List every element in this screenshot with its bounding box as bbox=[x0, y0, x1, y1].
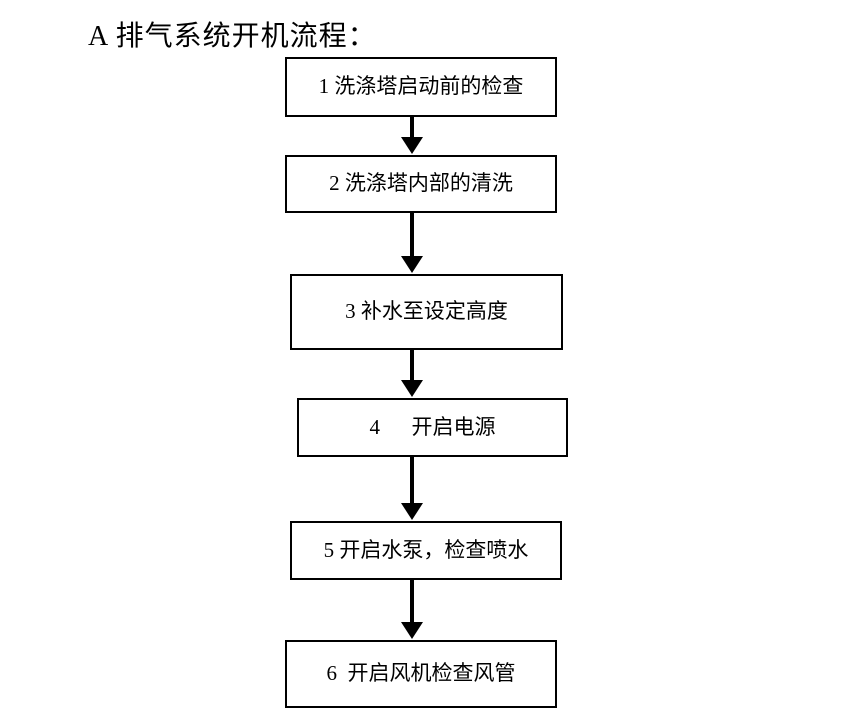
arrow-head bbox=[401, 380, 423, 397]
flow-node-5: 5 开启水泵，检查喷水 bbox=[290, 521, 562, 580]
arrow-stem bbox=[410, 117, 414, 139]
down-arrow-icon bbox=[401, 350, 423, 397]
page-title: A 排气系统开机流程： bbox=[88, 21, 377, 52]
arrow-stem bbox=[410, 457, 414, 505]
flow-node-label: 4 开启电源 bbox=[369, 414, 496, 439]
arrow-stem bbox=[410, 213, 414, 258]
arrow-head bbox=[401, 256, 423, 273]
flow-node-4: 4 开启电源 bbox=[297, 398, 568, 457]
arrow-stem bbox=[410, 580, 414, 624]
flow-node-label: 2 洗涤塔内部的清洗 bbox=[329, 171, 513, 196]
flow-node-3: 3 补水至设定高度 bbox=[290, 274, 563, 350]
arrow-head bbox=[401, 503, 423, 520]
down-arrow-icon bbox=[401, 213, 423, 273]
flow-node-label: 6 开启风机检查风管 bbox=[326, 661, 516, 686]
flow-node-1: 1 洗涤塔启动前的检查 bbox=[285, 57, 557, 117]
flow-node-label: 3 补水至设定高度 bbox=[345, 299, 508, 324]
down-arrow-icon bbox=[401, 117, 423, 154]
flow-node-label: 5 开启水泵，检查喷水 bbox=[323, 537, 529, 562]
flow-node-2: 2 洗涤塔内部的清洗 bbox=[285, 155, 557, 213]
down-arrow-icon bbox=[401, 580, 423, 639]
flow-node-6: 6 开启风机检查风管 bbox=[285, 640, 557, 708]
arrow-head bbox=[401, 137, 423, 154]
arrow-head bbox=[401, 622, 423, 639]
arrow-stem bbox=[410, 350, 414, 382]
flow-node-label: 1 洗涤塔启动前的检查 bbox=[318, 74, 524, 99]
down-arrow-icon bbox=[401, 457, 423, 520]
